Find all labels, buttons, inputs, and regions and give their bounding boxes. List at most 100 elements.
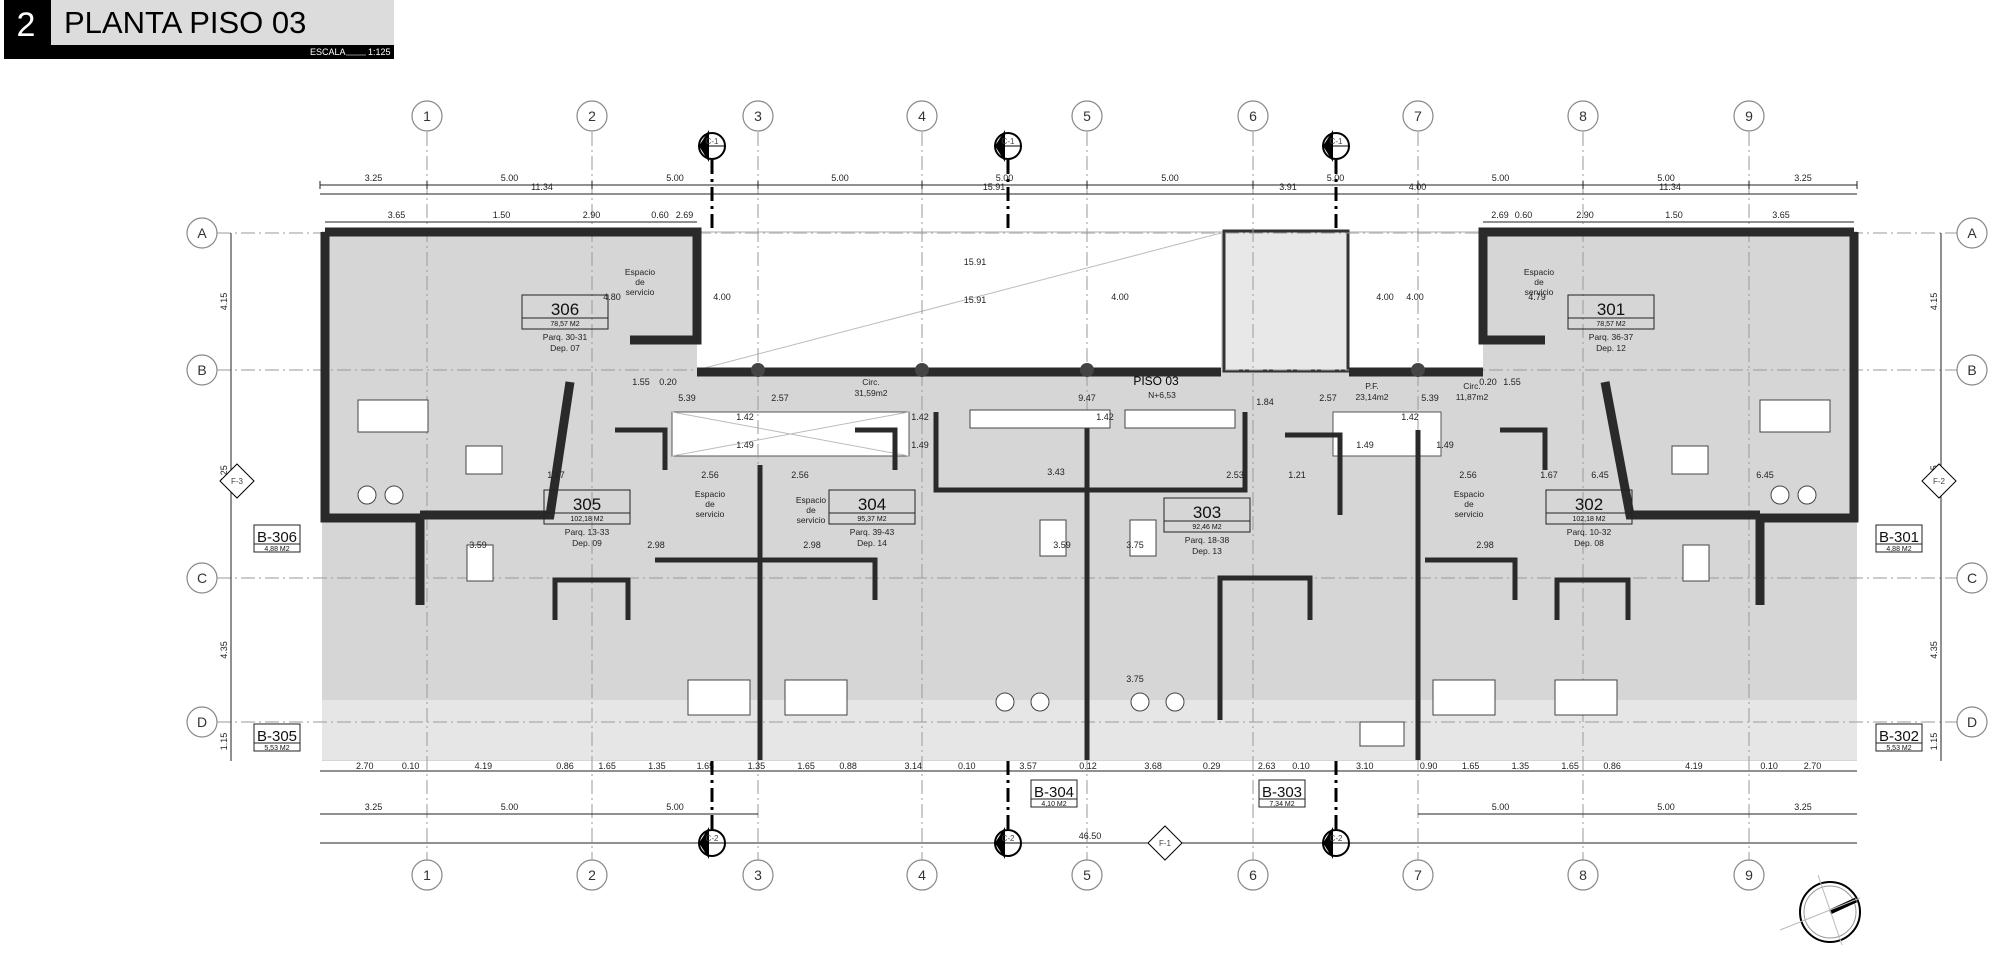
grid-bubble-column [1402, 859, 1434, 891]
dimension-value: 4.35 [1929, 641, 1939, 659]
storage-area: 4,10 M2 [1041, 801, 1066, 808]
grid-label-column: 9 [1745, 867, 1753, 883]
dimension-value: 0.10 [958, 761, 976, 771]
courtyard-void-right [1349, 233, 1483, 370]
dimension-value: 5.00 [501, 802, 519, 812]
interior-dimension: 1.84 [1256, 397, 1274, 407]
grid-label-column: 3 [754, 108, 762, 124]
service-space-text: Espacio [695, 489, 726, 499]
circ-left-area: 31,59m2 [854, 388, 887, 398]
interior-dimension: 2.56 [701, 470, 719, 480]
dimension-value: 4.15 [219, 293, 229, 311]
sofa [1759, 399, 1831, 433]
unit-number: 303 [1193, 503, 1221, 522]
space-labels: Circ. 31,59m2 PISO 03 N+6,53 P.F. 23,14m… [854, 374, 1488, 402]
wall [420, 381, 575, 520]
grid-label-column: 2 [588, 108, 596, 124]
bath-wall [655, 557, 878, 600]
storage-label-box [253, 524, 301, 553]
column-icon [1411, 363, 1425, 377]
grid-label-column: 8 [1579, 867, 1587, 883]
grid-bubble-column [742, 100, 774, 132]
grid-label-column: 9 [1745, 108, 1753, 124]
unit-label-box [521, 294, 609, 330]
interior-dimension: 5.39 [678, 393, 696, 403]
overall-dimension: 46.50 [1079, 831, 1102, 841]
dimension-value: 1.65 [1561, 761, 1579, 771]
unit-label-box [828, 489, 916, 525]
circ-left-label: Circ. [862, 377, 879, 387]
armchair [1770, 485, 1790, 505]
interior-dimension: 6.45 [1756, 470, 1774, 480]
dimension-value: 0.29 [1203, 761, 1221, 771]
dimension-value: 5.00 [1657, 173, 1675, 183]
service-space-text: servicio [696, 509, 725, 519]
interior-dimension: 1.21 [1288, 470, 1306, 480]
dimension-value: 4.19 [1685, 761, 1703, 771]
dimension-value: 5.00 [996, 173, 1014, 183]
dimension-value: 2.69 [1491, 210, 1509, 220]
pf-area: 23,14m2 [1355, 392, 1388, 402]
kitchen-wall [933, 412, 1248, 493]
dimension-value: 5.00 [1657, 802, 1675, 812]
interior-dimension: 1.42 [736, 412, 754, 422]
dimension-value: 0.10 [402, 761, 420, 771]
bed [1432, 679, 1496, 716]
unit-storage: Dep. 07 [550, 343, 580, 353]
grid-label-column: 4 [918, 867, 926, 883]
interior-dimension: 6.45 [1591, 470, 1609, 480]
interior-dimension: 1.42 [911, 412, 929, 422]
dining-table [466, 544, 494, 582]
bath-wall [1217, 575, 1313, 720]
grid-label-column: 5 [1083, 108, 1091, 124]
interior-dimension: 2.57 [771, 393, 789, 403]
grid-bubble-row [1956, 354, 1988, 386]
elevation-marker: F-2 [1921, 463, 1957, 499]
grid-bubble-row [1956, 706, 1988, 738]
interior-dimension: 3.75 [1126, 674, 1144, 684]
armchair [1165, 692, 1185, 712]
dimension-value: 1.35 [648, 761, 666, 771]
storage-label-box [1258, 779, 1306, 808]
storage-label-box [1030, 779, 1078, 808]
section-marker: C-1 [698, 130, 726, 232]
columns [751, 363, 1425, 377]
grid-bubble-column [1567, 100, 1599, 132]
dimension-value: 0.86 [556, 761, 574, 771]
grid-label-column: 1 [423, 108, 431, 124]
elevation-marker-diamond [1921, 463, 1957, 499]
storage-area: 7,34 M2 [1269, 801, 1294, 808]
section-marker-label: C-2 [1002, 834, 1015, 843]
storage-number: B-306 [257, 529, 297, 546]
grid-label-column: 1 [423, 867, 431, 883]
storage-number: B-305 [257, 728, 297, 745]
dining-table [1129, 519, 1157, 557]
elevation-marker-label: F-3 [231, 477, 244, 486]
grid-bubble-column [1071, 859, 1103, 891]
dimension-value: 11.34 [531, 182, 553, 192]
dimension-value: 1.50 [1665, 210, 1683, 220]
grid-bubble-column [1071, 100, 1103, 132]
service-space-text: Espacio [796, 495, 827, 505]
section-marker: C-1 [1322, 130, 1350, 232]
service-space-text: servicio [797, 515, 826, 525]
interior-dimension: 1.49 [1436, 440, 1454, 450]
elevation-marker-diamond [219, 463, 255, 499]
dimension-value: 3.65 [1772, 210, 1790, 220]
unit-area: 102,18 M2 [570, 516, 603, 523]
bath-wall [1285, 432, 1343, 515]
section-marker: C-1 [994, 130, 1022, 232]
drawing-number: 2 [17, 6, 36, 44]
dimension-value: 2.90 [583, 210, 601, 220]
elevation-marker-diamond [1147, 825, 1183, 861]
unit-area: 95,37 M2 [857, 516, 886, 523]
north-arrow-pointer [1828, 897, 1858, 915]
storage-area: 5,53 M2 [264, 745, 289, 752]
grid-label-column: 2 [588, 867, 596, 883]
